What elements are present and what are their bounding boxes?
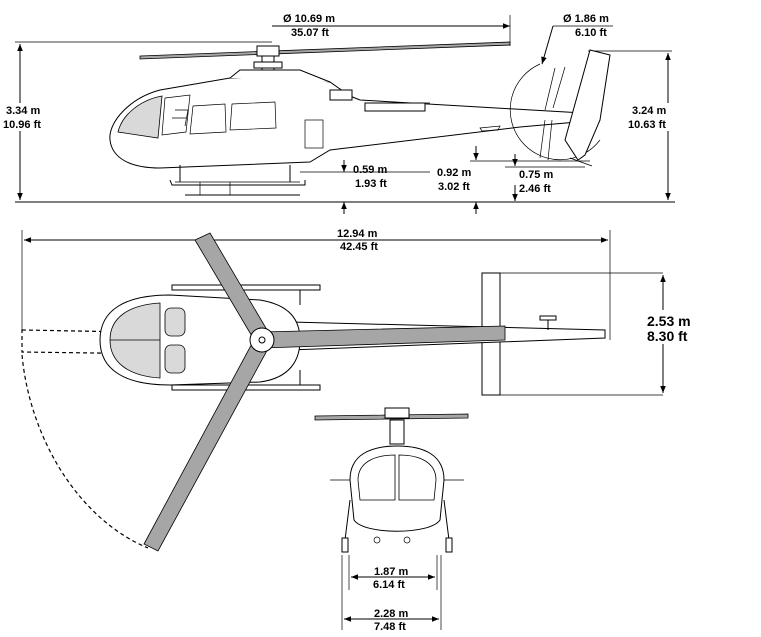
skid-outer-metric: 2.28 m: [374, 608, 408, 620]
skid-legs: [344, 499, 450, 541]
overall-height-metric: 3.34 m: [6, 105, 40, 117]
windshield-left: [357, 454, 396, 501]
boom-clearance-imperial: 3.02 ft: [438, 181, 470, 193]
fuselage-clearance-metric: 0.59 m: [353, 164, 387, 176]
engine-cowling: [229, 69, 331, 83]
tail-rotor-diameter-metric: Ø 1.86 m: [563, 13, 609, 25]
overall-length-metric: 12.94 m: [337, 228, 378, 240]
light: [403, 536, 411, 544]
tail-rotor-clearance-imperial: 2.46 ft: [519, 183, 551, 195]
top-view: 12.94 m 42.45 ft: [21, 228, 692, 552]
tail-rotor-diameter-imperial: 6.10 ft: [575, 27, 607, 39]
blade-sweep-arc: [21, 354, 149, 549]
rear-window: [229, 101, 277, 131]
stabilizer-span-metric: 2.53 m: [647, 313, 691, 329]
pilot-marking: [172, 109, 189, 127]
main-rotor-blade: [139, 41, 511, 60]
fin-height-imperial: 10.63 ft: [628, 119, 666, 131]
fuselage-clearance-imperial: 1.93 ft: [355, 178, 387, 190]
fin-height-metric: 3.24 m: [632, 105, 666, 117]
label-bg: [642, 310, 692, 344]
windshield: [117, 95, 163, 139]
cabin-window: [189, 103, 227, 135]
front-view: 1.87 m 6.14 ft 2.28 m 7.48 ft: [314, 407, 469, 633]
skid-inner-metric: 1.87 m: [374, 566, 408, 578]
landing-skids: [169, 165, 306, 196]
exhaust: [329, 89, 353, 101]
label-bg: [2, 103, 50, 131]
boom-clearance-metric: 0.92 m: [437, 167, 471, 179]
rotor-hub-center: [258, 336, 266, 344]
label-bg: [626, 103, 674, 131]
skid-left: [341, 537, 349, 553]
overall-length-imperial: 42.45 ft: [340, 241, 378, 253]
vertical-fin: [564, 49, 611, 161]
canopy-top: [109, 302, 161, 379]
cabin-window-top: [164, 307, 186, 337]
tail-rotor-hub: [539, 315, 557, 321]
fuselage-side: [109, 77, 601, 169]
stabilizer-span-imperial: 8.30 ft: [647, 328, 688, 344]
side-view: Ø 10.69 m 35.07 ft Ø 1.86 m 6.10 ft 3.34…: [2, 13, 675, 214]
light: [373, 536, 381, 544]
main-rotor-diameter-imperial: 35.07 ft: [291, 27, 329, 39]
stabilizer-side: [479, 125, 501, 132]
windshield-right: [398, 454, 437, 501]
main-rotor-diameter-metric: Ø 10.69 m: [283, 13, 335, 25]
overall-height-imperial: 10.96 ft: [3, 119, 41, 131]
tail-rotor-leader-arrow: [541, 25, 554, 65]
rotor-head-front: [384, 407, 410, 419]
boom-fairing: [364, 102, 426, 112]
tail-rotor-clearance-metric: 0.75 m: [519, 169, 553, 181]
skid-inner-imperial: 6.14 ft: [373, 579, 405, 591]
tail-rotor-blades: [539, 66, 566, 161]
skid-outer-imperial: 7.48 ft: [374, 621, 406, 633]
skid-right: [445, 537, 453, 553]
rotor-mast-front: [389, 419, 405, 445]
front-door-window: [161, 94, 191, 136]
cabin-window-top: [164, 344, 186, 374]
baggage-door: [304, 119, 324, 149]
tail-skid: [569, 157, 593, 167]
